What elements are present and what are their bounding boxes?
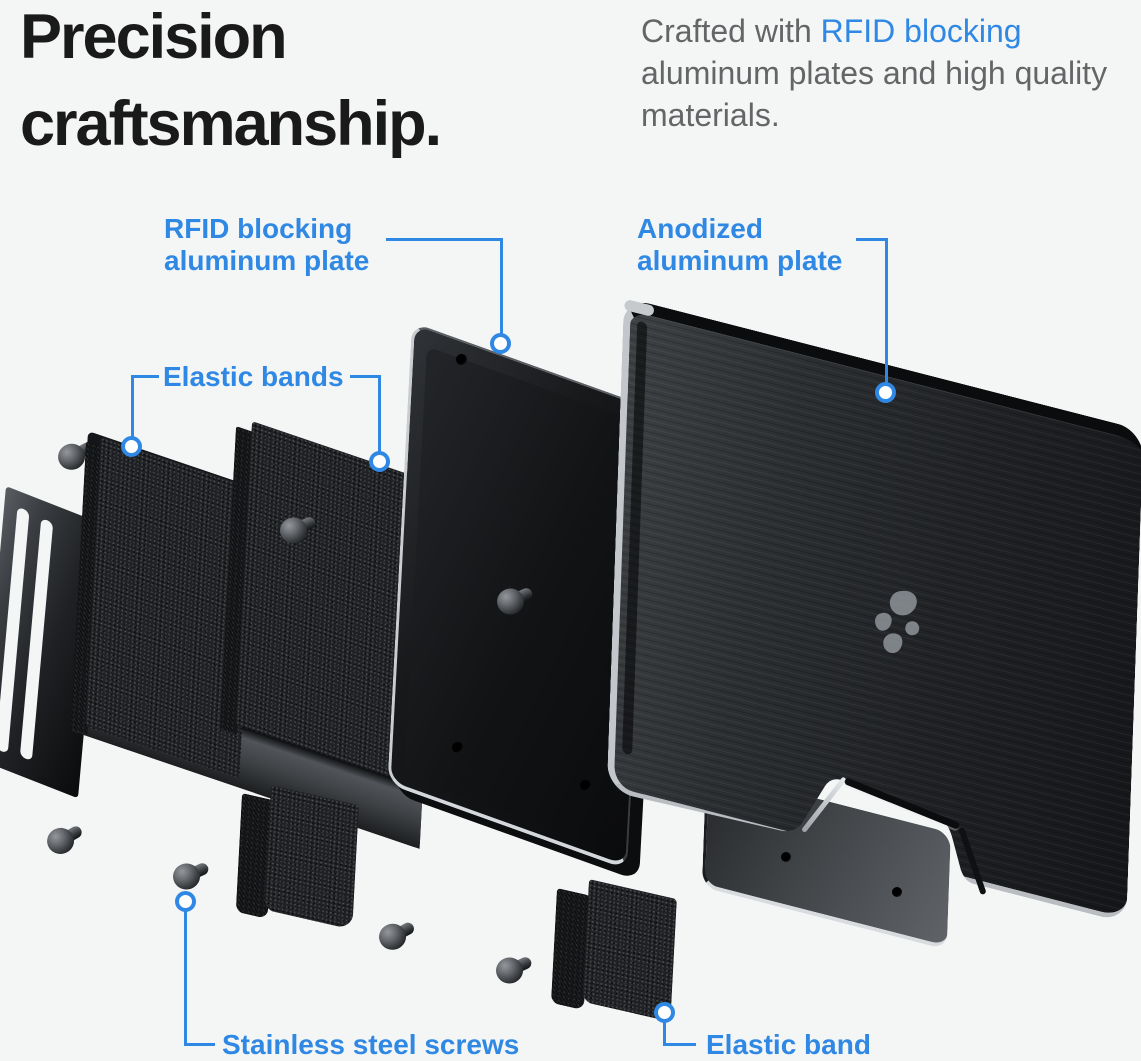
intro-highlight: RFID blocking	[820, 13, 1022, 49]
rfid-plate-hole-bottom	[452, 742, 463, 753]
screw-bottom-mid3	[494, 952, 536, 987]
callout-rfid-line1: RFID blocking	[164, 213, 353, 244]
spigen-logo-icon	[866, 582, 928, 664]
page-title-line2: craftsmanship.	[20, 89, 442, 159]
callout-elastic-band-label: Elastic band	[706, 1029, 871, 1061]
callout-screws-dot	[175, 891, 196, 912]
callout-elastic-band-text: Elastic band	[706, 1029, 871, 1060]
screw-bottom-left	[45, 821, 88, 859]
callout-elastic-band-line-v	[663, 1022, 666, 1046]
callout-anodized-line-v	[885, 238, 888, 383]
intro-suffix: aluminum plates and high quality materia…	[641, 55, 1108, 133]
callout-elastic-bands-left-v	[131, 375, 134, 438]
callout-rfid-plate-label: RFID blocking aluminum plate	[164, 213, 369, 277]
callout-anodized-plate-label: Anodized aluminum plate	[637, 213, 842, 277]
page-title: Precision craftsmanship.	[20, 0, 442, 168]
intro-text: Crafted with RFID blocking aluminum plat…	[641, 10, 1119, 136]
inner-plate-hole-left	[781, 852, 791, 862]
callout-elastic-band-dot	[654, 1002, 675, 1023]
screw-center-plate	[495, 583, 537, 618]
intro-prefix: Crafted with	[641, 13, 821, 49]
callout-screws-line-h	[184, 1043, 215, 1046]
callout-elastic-bands-right-h	[350, 375, 381, 378]
page-title-line1: Precision	[20, 2, 288, 72]
callout-rfid-line2: aluminum plate	[164, 245, 370, 276]
screw-bottom-mid2	[377, 918, 419, 955]
screw-bottom-mid1	[171, 858, 213, 893]
callout-elastic-bands-left-dot	[121, 436, 142, 457]
screw-on-panel2	[278, 512, 320, 547]
callout-anodized-dot	[875, 382, 896, 403]
callout-elastic-bands-right-v	[378, 375, 381, 452]
callout-elastic-bands-left-h	[131, 375, 159, 378]
inner-plate-hole-right	[892, 887, 902, 897]
callout-elastic-band-line-h	[663, 1043, 696, 1046]
callout-screws-text: Stainless steel screws	[222, 1029, 520, 1060]
callout-rfid-line-v	[500, 238, 503, 334]
callout-screws-label: Stainless steel screws	[222, 1029, 519, 1061]
callout-screws-line-v	[184, 911, 187, 1046]
callout-rfid-line-h	[386, 238, 503, 241]
callout-elastic-bands-right-dot	[369, 451, 390, 472]
callout-rfid-dot	[490, 333, 511, 354]
elastic-clip-center	[582, 879, 677, 1022]
callout-anodized-line2: aluminum plate	[637, 245, 843, 276]
callout-elastic-bands-text: Elastic bands	[163, 361, 344, 392]
anodized-plate-slot	[622, 320, 647, 755]
rfid-plate-hole-corner	[580, 780, 591, 791]
callout-anodized-line1: Anodized	[637, 213, 763, 244]
rfid-plate-hole-top	[456, 354, 467, 365]
callout-anodized-line-h	[856, 238, 888, 241]
elastic-clip-left	[264, 785, 359, 930]
callout-elastic-bands-label: Elastic bands	[163, 361, 344, 393]
